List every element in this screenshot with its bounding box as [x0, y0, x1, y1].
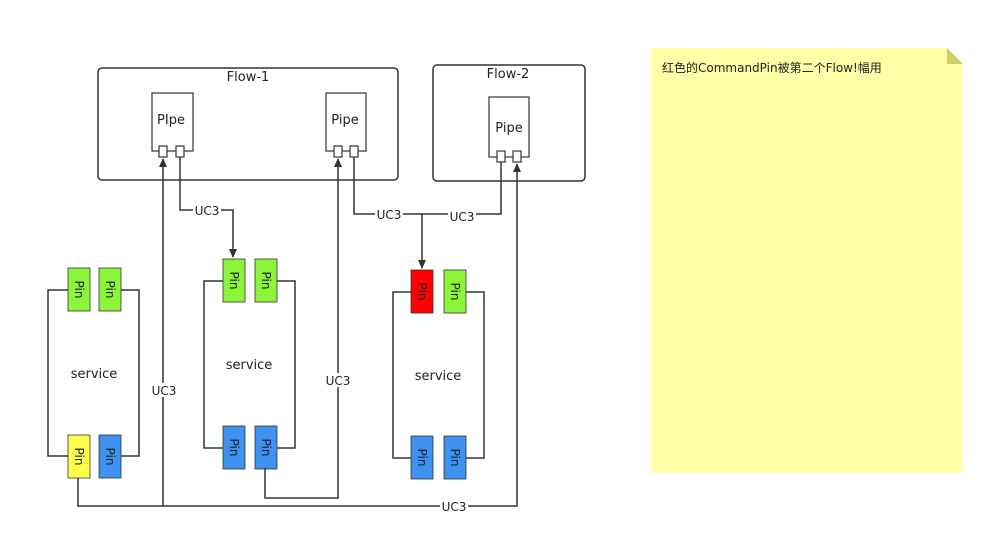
service-label: service — [415, 369, 462, 384]
pin-label: Pin — [103, 448, 117, 466]
pipe-port[interactable] — [349, 145, 359, 158]
pin-label: Pin — [259, 439, 273, 457]
pipe-port[interactable] — [158, 145, 168, 158]
pipe-label: Pipe — [331, 113, 358, 128]
connector-label: UC3 — [195, 204, 220, 218]
pipe-box[interactable]: Pipe — [488, 96, 530, 163]
pin-label: Pin — [259, 272, 273, 290]
flow-1-title: Flow-1 — [227, 70, 270, 85]
connector-label: UC3 — [450, 210, 475, 224]
sticky-note[interactable] — [651, 48, 963, 473]
pin-red[interactable]: Pin — [410, 269, 434, 314]
connector-uc3[interactable] — [77, 158, 167, 507]
pin-green[interactable]: Pin — [98, 267, 122, 312]
pin-label: Pin — [72, 281, 86, 299]
note-text: 红色的CommandPin被第二个Flow!幅用 — [662, 61, 882, 75]
service-label: service — [71, 367, 118, 382]
pin-label: Pin — [415, 283, 429, 301]
pin-label: Pin — [448, 449, 462, 467]
pin-yellow[interactable]: Pin — [67, 434, 91, 479]
pin-label: Pin — [227, 272, 241, 290]
connector-label: UC3 — [152, 384, 177, 398]
pin-green[interactable]: Pin — [443, 269, 467, 314]
pin-blue[interactable]: Pin — [254, 425, 278, 470]
pin-green[interactable]: Pin — [254, 258, 278, 303]
pin-label: Pin — [448, 283, 462, 301]
pin-label: Pin — [72, 448, 86, 466]
pipe-label: PIpe — [157, 113, 185, 128]
pin-green[interactable]: Pin — [67, 267, 91, 312]
pipe-port[interactable] — [496, 150, 506, 163]
pipe-box[interactable]: Pipe — [325, 92, 367, 158]
pipe-label: Pipe — [495, 121, 522, 136]
pin-label: Pin — [415, 449, 429, 467]
pipe-port[interactable] — [512, 150, 522, 163]
pipe-box[interactable]: PIpe — [151, 92, 194, 158]
connector-uc3[interactable] — [163, 163, 521, 507]
pin-blue[interactable]: Pin — [98, 434, 122, 479]
pipe-port[interactable] — [333, 145, 343, 158]
pin-label: Pin — [103, 281, 117, 299]
pin-blue[interactable]: Pin — [222, 425, 246, 470]
pin-label: Pin — [227, 439, 241, 457]
service-2[interactable]: service — [203, 280, 296, 449]
connector-label: UC3 — [326, 374, 351, 388]
service-label: service — [226, 358, 273, 373]
service-1[interactable]: service — [47, 289, 140, 457]
pin-green[interactable]: Pin — [222, 258, 246, 303]
flow-2-title: Flow-2 — [487, 67, 530, 82]
connector-uc3[interactable] — [264, 158, 342, 499]
pipe-port[interactable] — [175, 145, 185, 158]
service-3[interactable]: service — [392, 291, 485, 459]
connector-label: UC3 — [442, 500, 467, 514]
connector-label: UC3 — [377, 208, 402, 222]
pin-blue[interactable]: Pin — [410, 435, 434, 480]
pin-blue[interactable]: Pin — [443, 435, 467, 480]
